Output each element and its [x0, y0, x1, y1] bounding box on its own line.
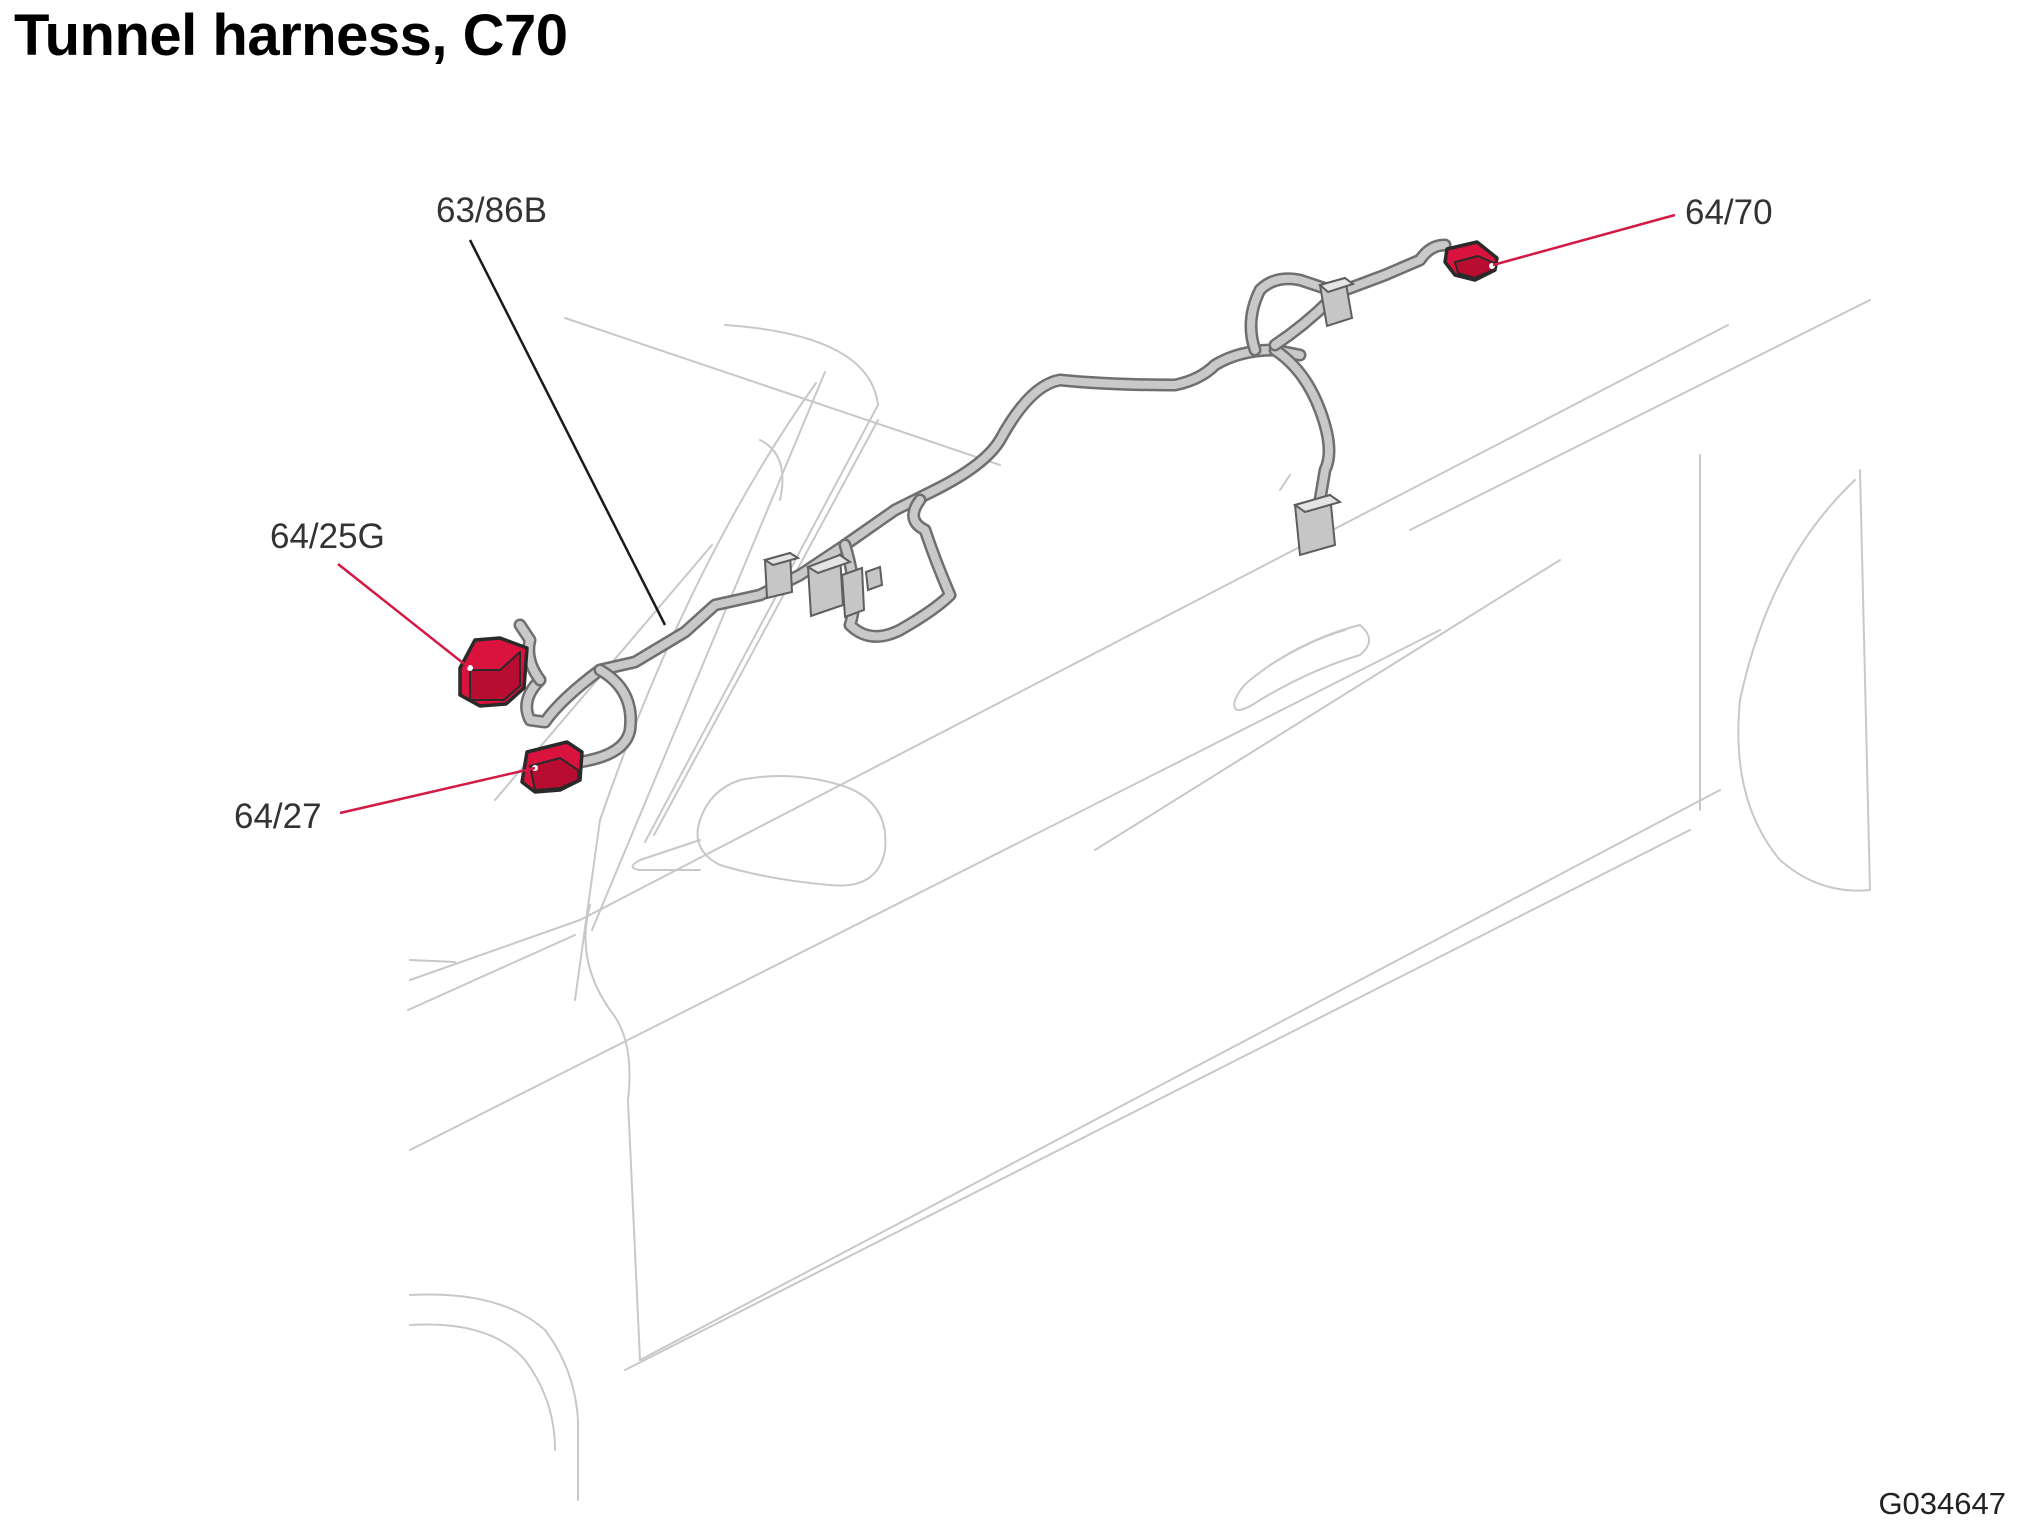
- label-63-86b: 63/86B: [436, 191, 547, 230]
- connector-64-70: [1443, 240, 1499, 282]
- gray-connector-cluster: [762, 551, 884, 619]
- label-64-70: 64/70: [1685, 193, 1773, 232]
- gray-connector-upper: [1317, 276, 1356, 328]
- gray-connectors: [762, 276, 1356, 619]
- connector-64-27: [520, 740, 584, 794]
- figure-id: G034647: [1878, 1486, 2006, 1521]
- car-body-outline: [407, 299, 1871, 1501]
- diagram-title: Tunnel harness, C70: [14, 3, 568, 68]
- label-64-27: 64/27: [234, 797, 322, 836]
- callout-leaders: [337, 213, 1676, 815]
- label-64-25g: 64/25G: [270, 517, 385, 556]
- gray-connector-door: [1292, 493, 1343, 557]
- leader-64-27: [339, 766, 536, 815]
- connector-64-25g: [458, 636, 529, 708]
- leader-64-25g: [337, 563, 469, 668]
- leader-63-86b: [468, 239, 667, 626]
- leader-64-70: [1492, 213, 1676, 267]
